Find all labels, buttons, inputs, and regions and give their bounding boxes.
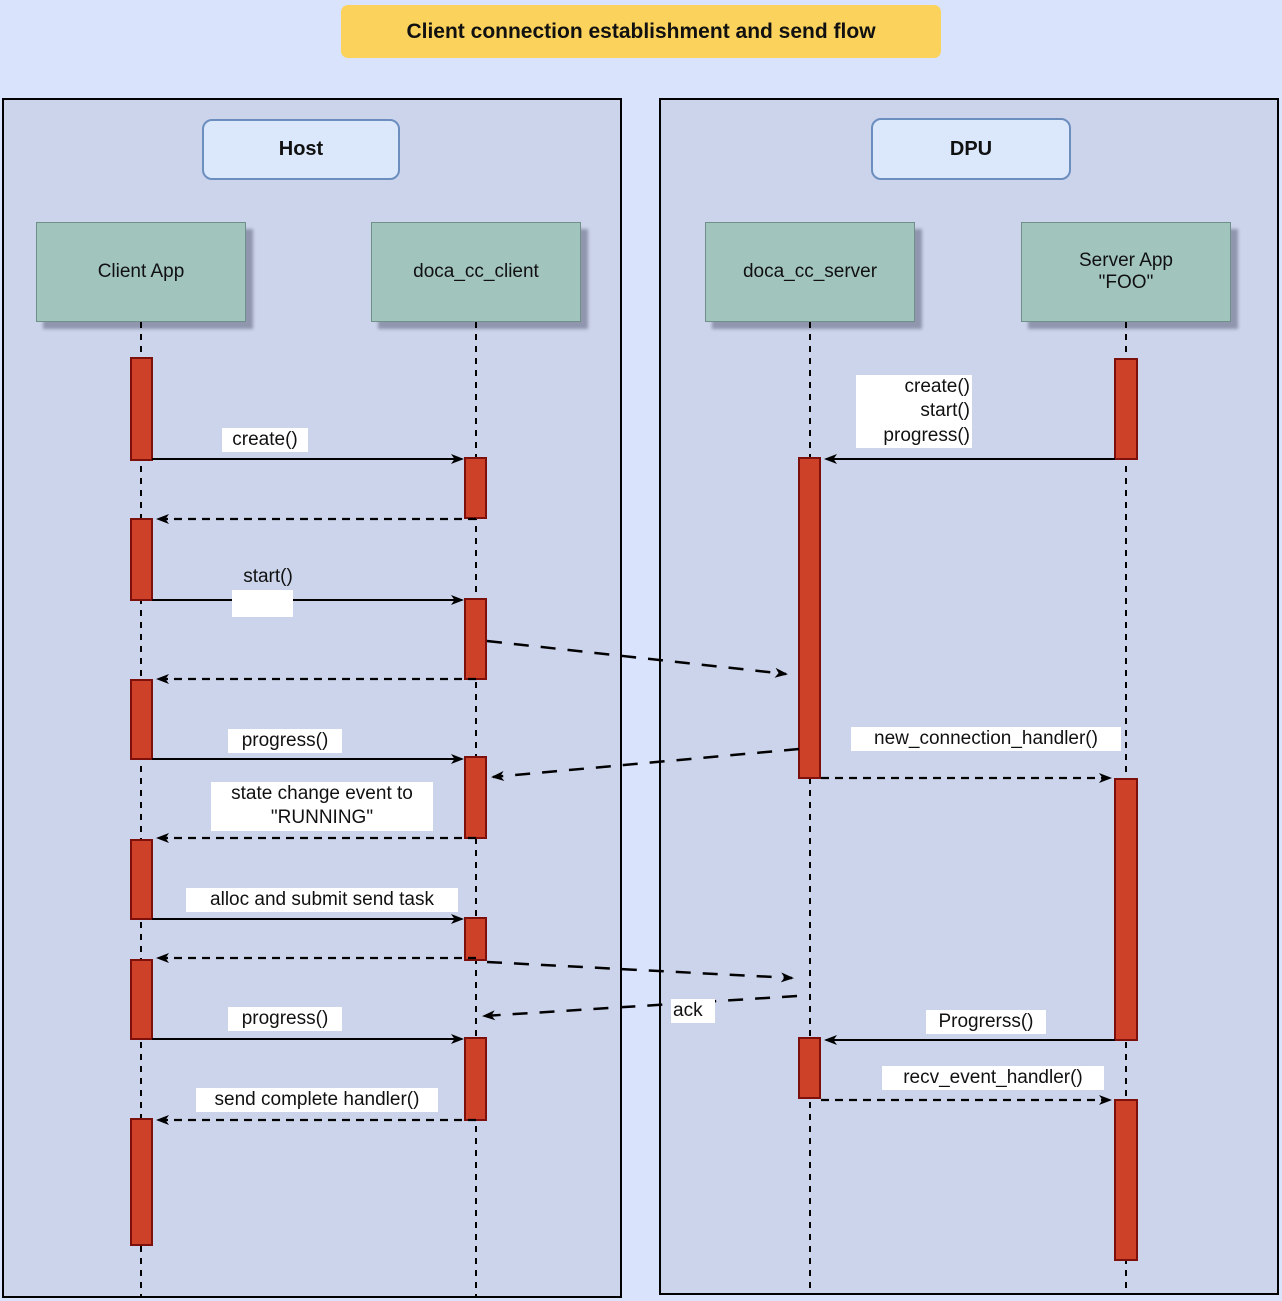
label-send-complete: send complete handler()	[196, 1088, 438, 1113]
label-ack: ack	[671, 999, 715, 1024]
label-progress-2: progress()	[228, 1007, 342, 1032]
blank-label-box	[232, 590, 293, 617]
label-create: create()	[222, 428, 308, 453]
label-alloc-submit: alloc and submit send task	[186, 888, 458, 913]
frame-label-dpu: DPU	[871, 118, 1071, 180]
label-recv-event-handler: recv_event_handler()	[882, 1066, 1104, 1091]
participant-doca-cc-client: doca_cc_client	[371, 222, 581, 322]
participant-doca-cc-server: doca_cc_server	[705, 222, 915, 322]
label-progress: progress()	[228, 729, 342, 754]
label-new-connection-handler: new_connection_handler()	[851, 727, 1121, 752]
frame-label-host: Host	[202, 119, 400, 180]
participant-server-app: Server App "FOO"	[1021, 222, 1231, 322]
label-state-change: state change event to "RUNNING"	[211, 782, 433, 831]
label-start: start()	[243, 566, 293, 587]
diagram-title: Client connection establishment and send…	[341, 5, 941, 58]
participant-client-app: Client App	[36, 222, 246, 322]
label-progrerss: Progrerss()	[926, 1010, 1046, 1035]
label-server-create-start-progress: create() start() progress()	[856, 375, 972, 448]
